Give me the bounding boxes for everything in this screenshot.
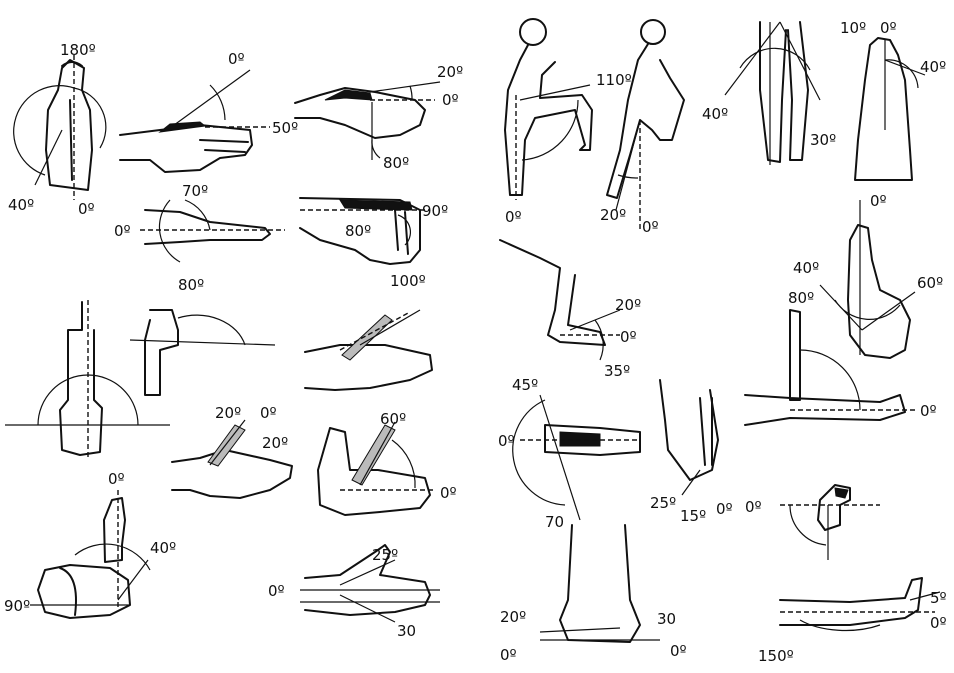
label-wrist-ext-50: 50º	[272, 119, 298, 137]
label-shoulder-180: 180º	[60, 41, 96, 59]
palm-spread-figure	[300, 544, 440, 623]
label-hip-20: 20º	[600, 206, 626, 224]
foot-top-figure	[854, 37, 926, 181]
elbow-abduction-figure	[129, 309, 276, 396]
label-foot-70: 70	[545, 513, 564, 531]
label-elbow-0: 0º	[108, 470, 125, 488]
label-knee-35: 35º	[604, 362, 630, 380]
label-toe-40: 40º	[920, 58, 946, 76]
feet-front-figure	[539, 524, 660, 643]
leg-lying-figure	[744, 309, 915, 426]
hip-flexion-figure	[504, 18, 593, 200]
label-knee2-0: 0º	[930, 614, 947, 632]
hip-extension-figure	[606, 19, 685, 230]
elbow-flexion-figure	[30, 490, 151, 619]
label-thumb-0b: 0º	[440, 484, 457, 502]
label-leg-30: 30º	[810, 131, 836, 149]
label-hip-110: 110º	[596, 71, 632, 89]
thumb-100-figure	[304, 309, 433, 391]
label-knee2-150: 150º	[758, 647, 794, 665]
label-wrist-dev-20: 20º	[437, 63, 463, 81]
label-hipr-60: 60º	[917, 274, 943, 292]
thumb-abduction-figure	[171, 419, 293, 499]
label-thumb-0: 0º	[260, 404, 277, 422]
label-thumb-20a: 20º	[215, 404, 241, 422]
label-toe-0: 0º	[880, 19, 897, 37]
knee-extension-figure	[779, 577, 941, 632]
label-forearm-80: 80º	[178, 276, 204, 294]
label-elbow-40: 40º	[150, 539, 176, 557]
label-hip-0: 0º	[505, 208, 522, 226]
label-ankle-25: 25º	[650, 494, 676, 512]
label-finger-90: 90º	[422, 202, 448, 220]
wrist-extension-figure	[119, 69, 270, 173]
label-forearm-70: 70º	[182, 182, 208, 200]
label-leg-40: 40º	[702, 105, 728, 123]
label-finger-80: 80º	[345, 222, 371, 240]
label-foot-45: 45º	[512, 376, 538, 394]
label-knee-20: 20º	[615, 296, 641, 314]
label-wrist-dev-0: 0º	[442, 91, 459, 109]
label-palm-25: 25º	[372, 546, 398, 564]
toe-flexion-figure	[780, 484, 880, 560]
label-palm-30: 30	[397, 622, 416, 640]
label-shoulder-40: 40º	[8, 196, 34, 214]
label-toe-10: 10º	[840, 19, 866, 37]
label-feet-30: 30	[657, 610, 676, 628]
hip-rotation-figure	[819, 200, 916, 359]
label-shoulder-0: 0º	[78, 200, 95, 218]
label-elbow-90: 90º	[4, 597, 30, 615]
label-hipr-80: 80º	[788, 289, 814, 307]
wrist-deviation-figure	[294, 81, 441, 160]
label-hip-0b: 0º	[642, 218, 659, 236]
label-thumb-20b: 20º	[262, 434, 288, 452]
label-feet-0b: 0º	[670, 642, 687, 660]
label-feet-0a: 0º	[500, 646, 517, 664]
label-ankle-0: 0º	[716, 500, 733, 518]
forearm-rotation-figure	[140, 199, 285, 263]
label-ankle-15: 15º	[680, 507, 706, 525]
ankle-figure	[659, 379, 719, 496]
label-palm-0: 0º	[268, 582, 285, 600]
fist-figure	[5, 300, 170, 460]
legs-front-figure	[724, 21, 821, 165]
foot-side-figure	[512, 394, 641, 521]
knee-side-figure	[499, 239, 621, 361]
label-wrist-ext-0: 0º	[228, 50, 245, 68]
label-hipr-0: 0º	[870, 192, 887, 210]
label-knee-0: 0º	[620, 328, 637, 346]
label-thumb-60: 60º	[380, 410, 406, 428]
label-foot-0: 0º	[498, 432, 515, 450]
label-toeflex-0: 0º	[745, 498, 762, 516]
label-forearm-0: 0º	[114, 222, 131, 240]
finger-flexion-figure	[299, 197, 430, 265]
label-hipr-0b: 0º	[920, 402, 937, 420]
label-wrist-dev-80: 80º	[383, 154, 409, 172]
label-knee2-5: 5º	[930, 589, 947, 607]
shoulder-figure	[13, 55, 107, 200]
thumb-60-figure	[317, 421, 435, 516]
label-feet-20: 20º	[500, 608, 526, 626]
label-hipr-40: 40º	[793, 259, 819, 277]
label-thumb-100: 100º	[390, 272, 426, 290]
